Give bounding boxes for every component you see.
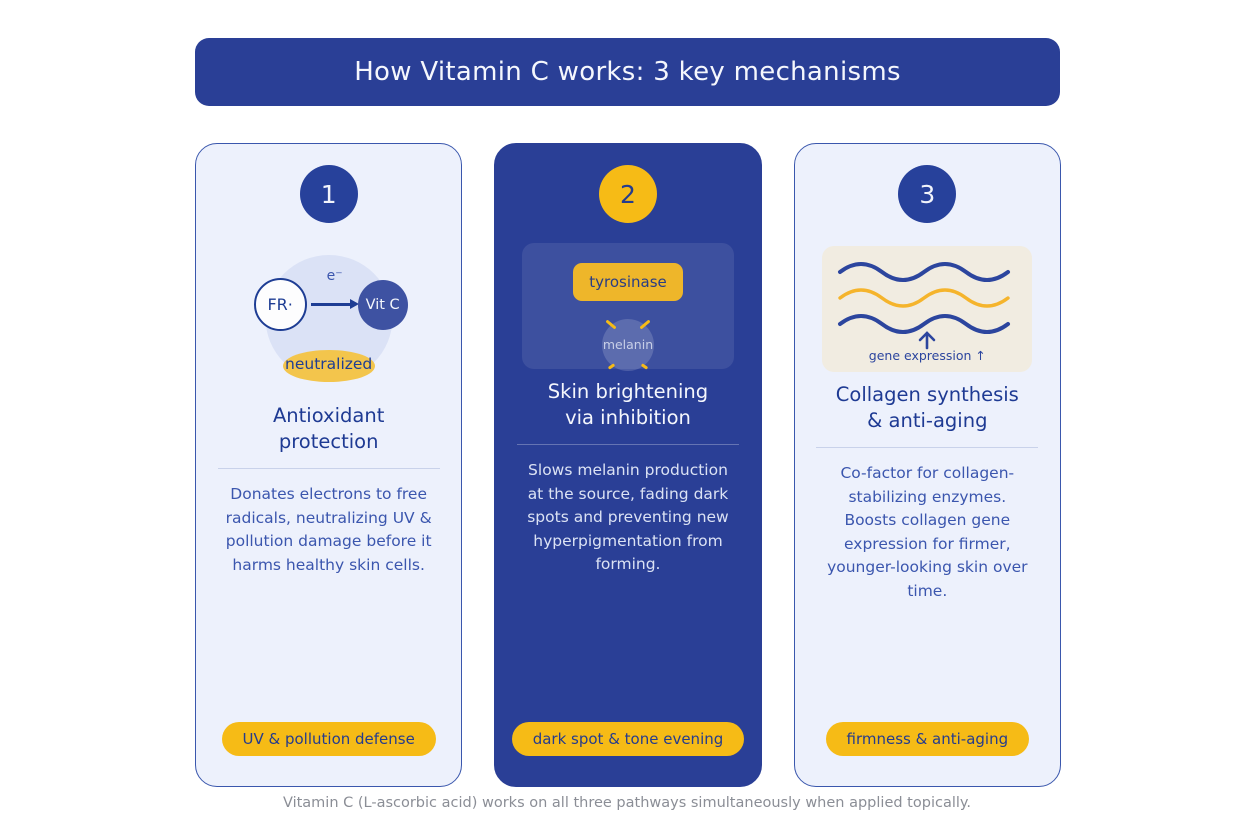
- block-spark-icon: [640, 363, 649, 370]
- divider: [816, 447, 1039, 448]
- benefit-pill-uv-defense: UV & pollution defense: [221, 722, 436, 756]
- tyrosinase-box: tyrosinase: [572, 263, 683, 301]
- card-body-text: Co-factor for collagen-stabilizing enzym…: [827, 464, 1028, 600]
- melanin-circle: [601, 319, 654, 371]
- gene-expression-label: gene expression ↑: [868, 348, 986, 363]
- benefit-pill-firmness: firmness & anti-aging: [825, 722, 1030, 756]
- collagen-waves-icon: [838, 262, 1011, 350]
- electron-arrow: [310, 303, 353, 306]
- card-skin-brightening: 2 tyrosinase melanin Skin brightening vi…: [494, 143, 762, 787]
- card-title: Collagen synthesis & anti-aging: [835, 383, 1019, 432]
- block-spark-icon: [607, 363, 616, 370]
- number-badge-3: 3: [898, 165, 957, 223]
- card-title: Skin brightening via inhibition: [547, 380, 709, 429]
- benefit-pill-tone-evening: dark spot & tone evening: [511, 722, 745, 756]
- antioxidant-illustration: FR· e⁻ Vit C neutralized: [244, 243, 414, 393]
- page-title: How Vitamin C works: 3 key mechanisms: [354, 57, 901, 87]
- footer-note: Vitamin C (L-ascorbic acid) works on all…: [282, 795, 972, 811]
- vitamin-c-circle: Vit C: [357, 280, 408, 330]
- card-body-text: Donates electrons to free radicals, neut…: [225, 485, 432, 574]
- card-body-text: Slows melanin production at the source, …: [527, 461, 729, 573]
- mechanism-cards-row: 1 FR· e⁻ Vit C neutralized Antioxidant p…: [195, 143, 1061, 787]
- number-badge-2: 2: [598, 165, 657, 223]
- collagen-illustration: gene expression ↑: [822, 246, 1033, 372]
- brightening-illustration: tyrosinase melanin: [521, 243, 734, 371]
- card-title: Antioxidant protection: [272, 404, 385, 453]
- card-antioxidant: 1 FR· e⁻ Vit C neutralized Antioxidant p…: [195, 143, 463, 787]
- divider: [516, 444, 739, 445]
- electron-label: e⁻: [326, 268, 343, 284]
- neutralized-highlight: [282, 350, 375, 382]
- number-badge-1: 1: [299, 165, 358, 223]
- electron-arrow-head-icon: [349, 298, 359, 309]
- header-banner: How Vitamin C works: 3 key mechanisms: [195, 38, 1060, 106]
- melanin-label: melanin: [602, 337, 654, 352]
- free-radical-circle: FR·: [253, 278, 307, 331]
- card-collagen: 3 gene expression ↑ Collagen synthesi: [793, 143, 1061, 787]
- divider: [217, 468, 440, 469]
- neutralized-label: neutralized: [285, 355, 373, 373]
